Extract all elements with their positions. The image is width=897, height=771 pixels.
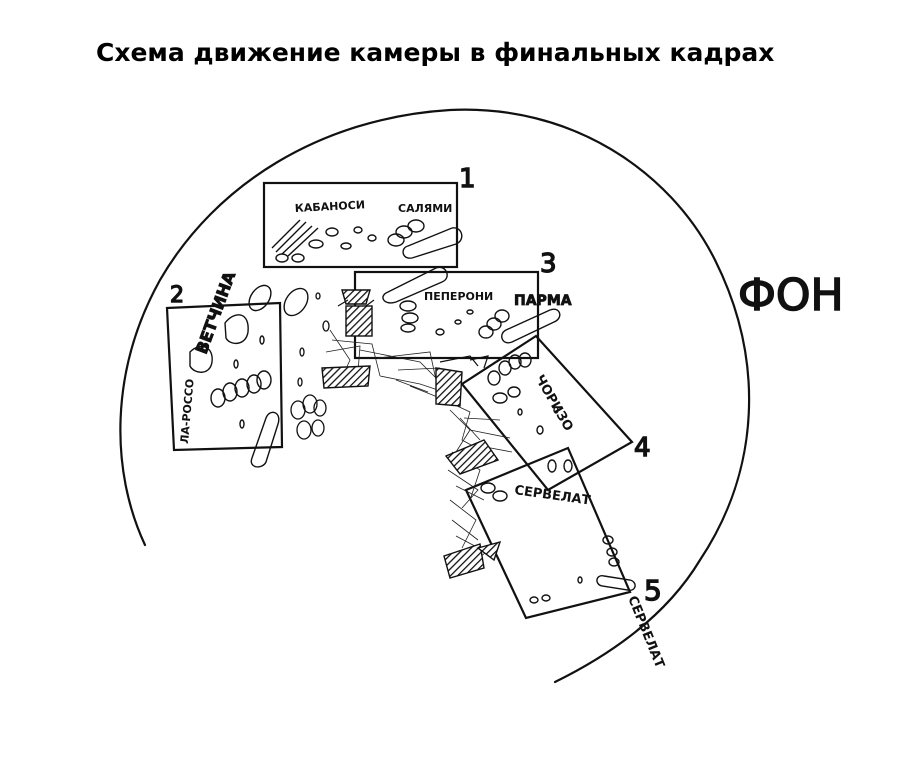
frame-2-label-la-rosso: ЛА-РОССО — [178, 378, 197, 444]
frame-1: 1 КАБАНОСИ САЛЯМИ — [262, 163, 476, 269]
frame-5: 5 СЕРВЕЛАТ СЕРВЕЛАТ — [464, 446, 667, 671]
frame-5-number: 5 — [644, 574, 662, 607]
frame-2: 2 ВЕТЧИНА ЛА-РОССО — [165, 268, 309, 468]
frame-4-sausages — [487, 352, 559, 435]
frame-5-sausages — [480, 459, 636, 604]
frame-1-number: 1 — [459, 164, 476, 194]
frame-2-sausages — [189, 284, 309, 468]
diagram-title: Схема движение камеры в финальных кадрах — [96, 38, 775, 67]
frame-3-label-pepperoni: ПЕПЕРОНИ — [424, 290, 493, 303]
camera-path — [321, 289, 513, 579]
frame-3-label-parma: ПАРМА — [514, 293, 572, 309]
frame-2-number: 2 — [170, 283, 184, 308]
frame-1-label-salyami: САЛЯМИ — [398, 202, 452, 215]
frame-4-label-chorizo: ЧОРИЗО — [532, 373, 576, 434]
background-label: ФОН — [738, 270, 844, 321]
frame-3-number: 3 — [540, 249, 557, 279]
frame-1-label-kabanosi: КАБАНОСИ — [294, 198, 365, 215]
loose-items — [290, 292, 330, 440]
frame-4-number: 4 — [634, 433, 651, 463]
frame-1-sausages — [271, 219, 463, 263]
frame-3: 3 ПЕПЕРОНИ ПАРМА — [353, 248, 572, 360]
background-circle — [119, 108, 751, 684]
frame-3-sausages — [382, 266, 561, 344]
